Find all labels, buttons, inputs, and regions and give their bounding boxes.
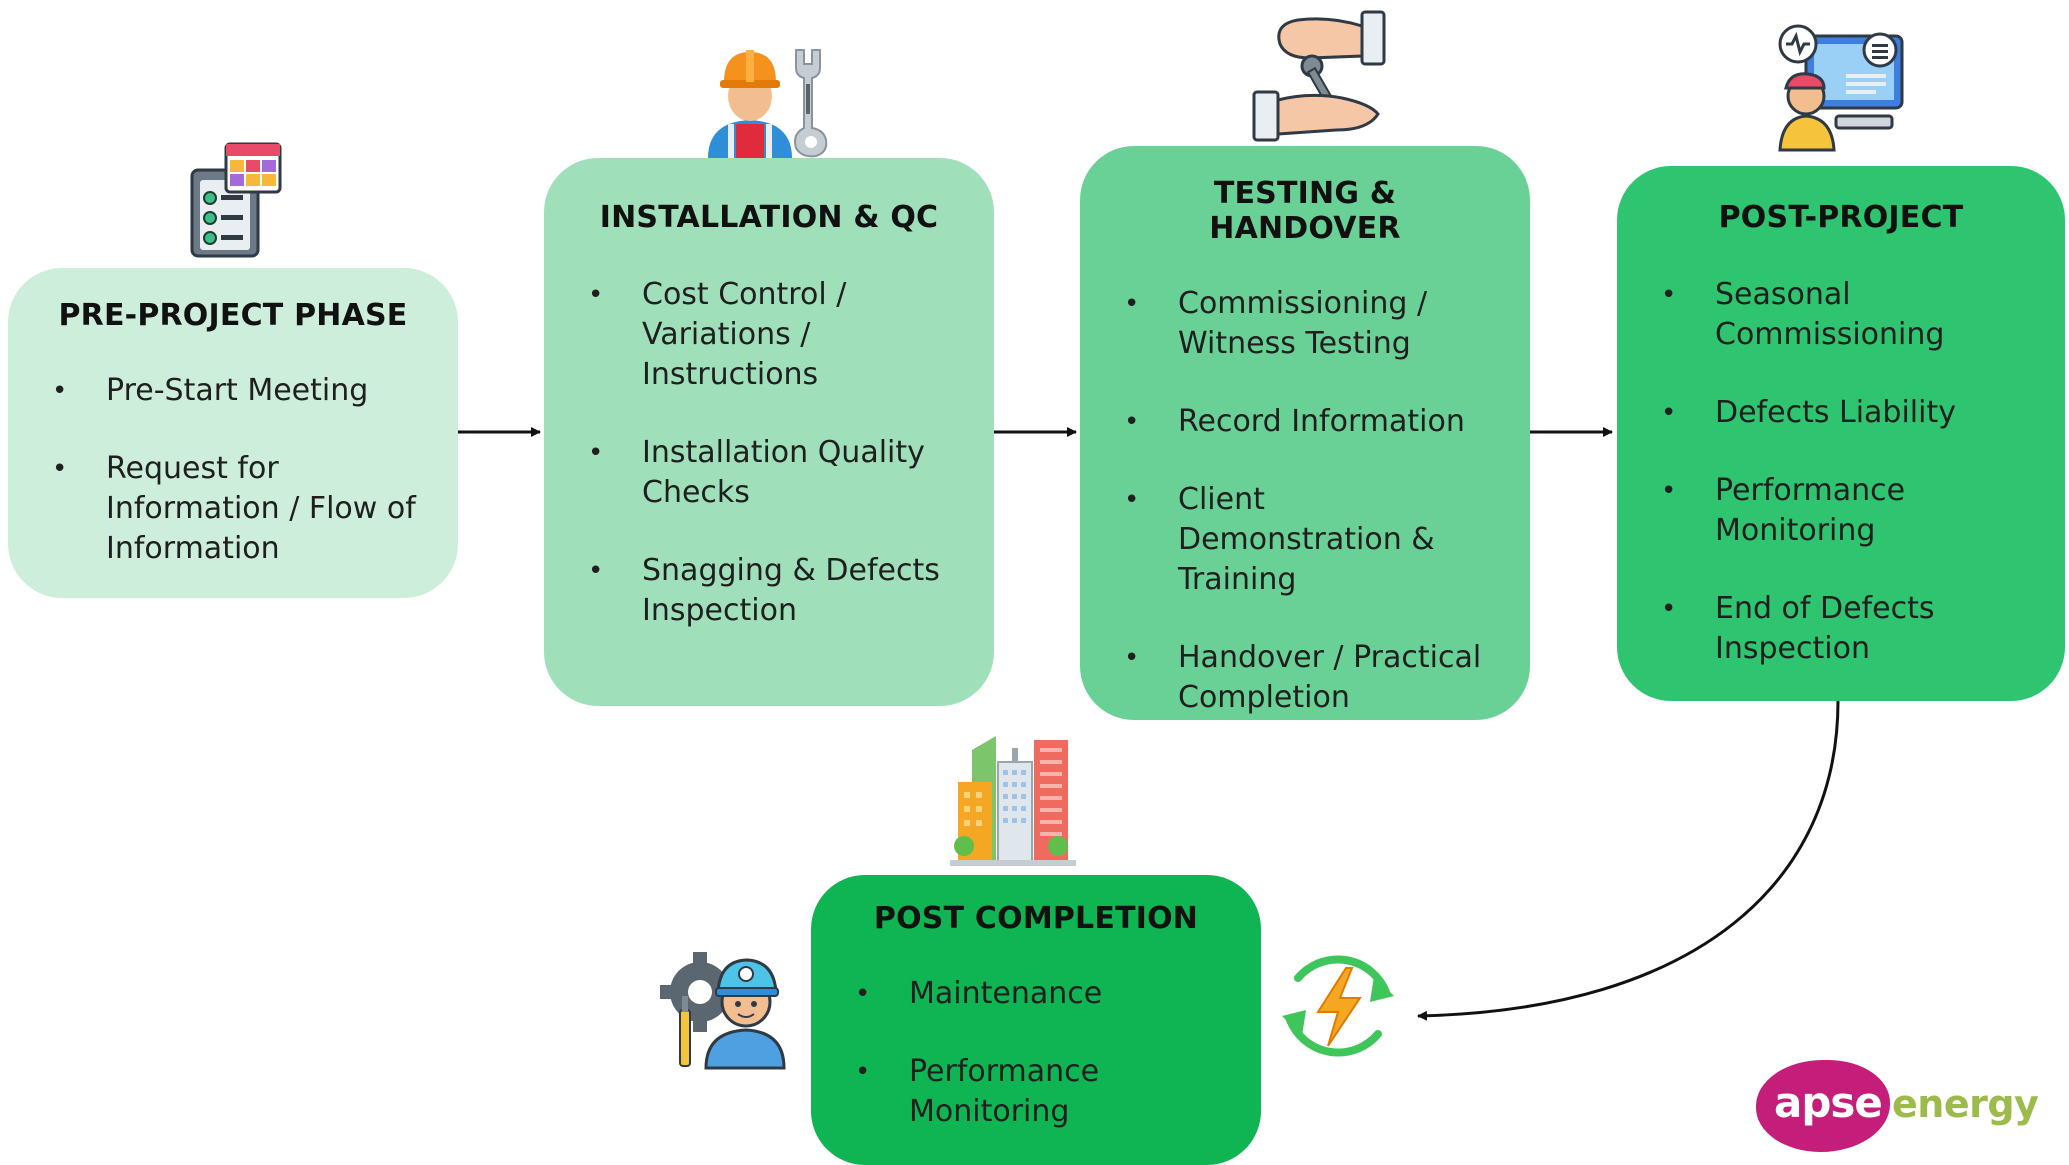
stage-card-installation: INSTALLATION & QC • Cost Control / Variat… [544, 158, 994, 706]
bullet: • [1661, 398, 1677, 428]
bullet: • [588, 280, 604, 310]
stage-title: POST COMPLETION [873, 901, 1199, 936]
list-item: • Snagging & Defects Inspection [580, 551, 958, 631]
list-item-text: Seasonal Commissioning [1715, 277, 1945, 352]
list-item-text: End of Defects Inspection [1715, 591, 1935, 666]
stage-title: TESTING & HANDOVER [1209, 176, 1401, 246]
list-item-text: Request for Information / Flow of Inform… [106, 451, 416, 566]
list-item-text: Client Demonstration & Training [1178, 482, 1435, 597]
worker-wrench-icon [708, 49, 828, 158]
list-item: • Client Demonstration & Training [1116, 480, 1494, 600]
list-item-text: Installation Quality Checks [642, 435, 925, 510]
bullet: • [52, 376, 68, 406]
stage-items: • Maintenance • Performance Monitoring [847, 974, 1225, 1132]
stage-items: • Pre-Start Meeting • Request for Informat… [44, 371, 422, 569]
bullet: • [1661, 280, 1677, 310]
bullet: • [1124, 289, 1140, 319]
stage-card-testing: TESTING & HANDOVER • Commissioning / Witn… [1080, 146, 1530, 720]
list-item-text: Performance Monitoring [909, 1054, 1100, 1129]
list-item: • Pre-Start Meeting [44, 371, 422, 411]
list-item-text: Performance Monitoring [1715, 473, 1906, 548]
list-item-text: Maintenance [909, 976, 1103, 1011]
list-item: • Performance Monitoring [847, 1052, 1225, 1132]
list-item-text: Handover / Practical Completion [1178, 640, 1482, 715]
stage-items: • Seasonal Commissioning • Defects Liabili… [1653, 275, 2029, 669]
stage-items: • Cost Control / Variations / Instruction… [580, 275, 958, 631]
list-item-text: Cost Control / Variations / Instructions [642, 277, 847, 392]
list-item: • Installation Quality Checks [580, 433, 958, 513]
list-item: • Handover / Practical Completion [1116, 638, 1494, 718]
list-item: • Maintenance [847, 974, 1225, 1014]
bullet: • [1124, 485, 1140, 515]
arrow-post-project-to-completion [1417, 700, 1840, 1021]
apse-energy-logo: apse energy [1752, 1058, 2039, 1154]
bullet: • [588, 438, 604, 468]
renewable-energy-cycle-icon [1282, 955, 1394, 1057]
bullet: • [1124, 407, 1140, 437]
stage-card-pre-project: PRE-PROJECT PHASE • Pre-Start Meeting • Re… [8, 268, 458, 598]
maintenance-worker-icon [660, 952, 786, 1070]
stage-items: • Commissioning / Witness Testing • Record… [1116, 284, 1494, 718]
list-item: • Performance Monitoring [1653, 471, 2029, 551]
buildings-icon [950, 736, 1076, 866]
list-item-text: Defects Liability [1715, 395, 1956, 430]
list-item: • Record Information [1116, 402, 1494, 442]
list-item-text: Snagging & Defects Inspection [642, 553, 940, 628]
logo-apse-text: apse [1774, 1078, 1883, 1127]
list-item: • End of Defects Inspection [1653, 589, 2029, 669]
list-item: • Commissioning / Witness Testing [1116, 284, 1494, 364]
bullet: • [52, 454, 68, 484]
bullet: • [1661, 476, 1677, 506]
list-item: • Cost Control / Variations / Instruction… [580, 275, 958, 395]
stage-title: PRE-PROJECT PHASE [58, 298, 408, 333]
bullet: • [1124, 643, 1140, 673]
list-item: • Seasonal Commissioning [1653, 275, 2029, 355]
stage-card-post-project: POST-PROJECT • Seasonal Commissioning • De… [1617, 166, 2065, 701]
list-item: • Defects Liability [1653, 393, 2029, 433]
stage-title: POST-PROJECT [1718, 200, 1964, 235]
list-item-text: Pre-Start Meeting [106, 373, 369, 408]
monitoring-technician-icon [1778, 24, 1904, 152]
list-item-text: Record Information [1178, 404, 1465, 439]
stage-title: INSTALLATION & QC [599, 200, 939, 235]
key-handover-icon [1252, 10, 1386, 142]
bullet: • [588, 556, 604, 586]
logo-blob [1756, 1060, 1890, 1152]
checklist-calendar-icon [190, 142, 282, 258]
bullet: • [1661, 594, 1677, 624]
logo-energy-text: energy [1892, 1082, 2039, 1126]
list-item-text: Commissioning / Witness Testing [1178, 286, 1428, 361]
stage-card-post-completion: POST COMPLETION • Maintenance • Performanc… [811, 875, 1261, 1165]
bullet: • [855, 1057, 871, 1087]
list-item: • Request for Information / Flow of Infor… [44, 449, 422, 569]
bullet: • [855, 979, 871, 1009]
